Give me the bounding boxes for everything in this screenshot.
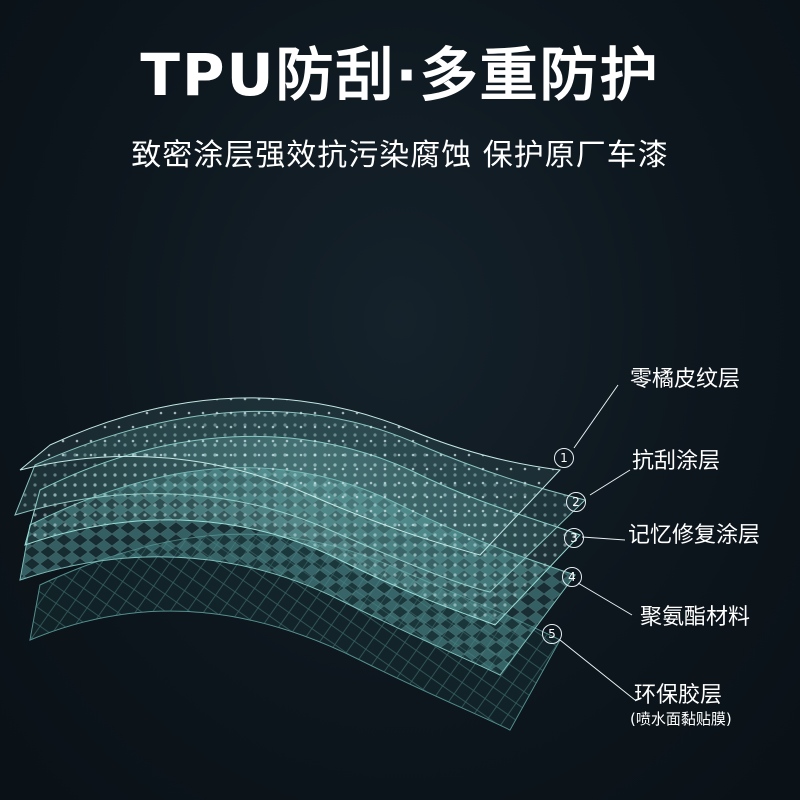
leader-line-3	[581, 536, 626, 541]
leader-line-2	[589, 469, 631, 496]
layer-5-note: (喷水面黏贴膜)	[630, 710, 732, 728]
layer-5-label: 环保胶层	[634, 683, 723, 708]
marker-2: 2	[566, 492, 586, 512]
layer-2-label: 抗刮涂层	[632, 449, 721, 474]
layer-1-label: 零橘皮纹层	[630, 367, 741, 392]
marker-5: 5	[542, 624, 562, 644]
subheadline: 致密涂层强效抗污染腐蚀 保护原厂车漆	[131, 138, 669, 173]
layer-3-label: 记忆修复涂层	[628, 523, 761, 548]
marker-4: 4	[562, 567, 582, 587]
leader-line-5	[559, 639, 636, 701]
layer-1-sheet	[19, 397, 562, 556]
leader-line-1	[573, 384, 619, 449]
marker-3: 3	[564, 528, 584, 548]
leader-line-4	[577, 582, 633, 616]
marker-1: 1	[554, 448, 574, 468]
headline: TPU防刮·多重防护	[140, 41, 660, 109]
layer-4-label: 聚氨酯材料	[640, 605, 751, 630]
